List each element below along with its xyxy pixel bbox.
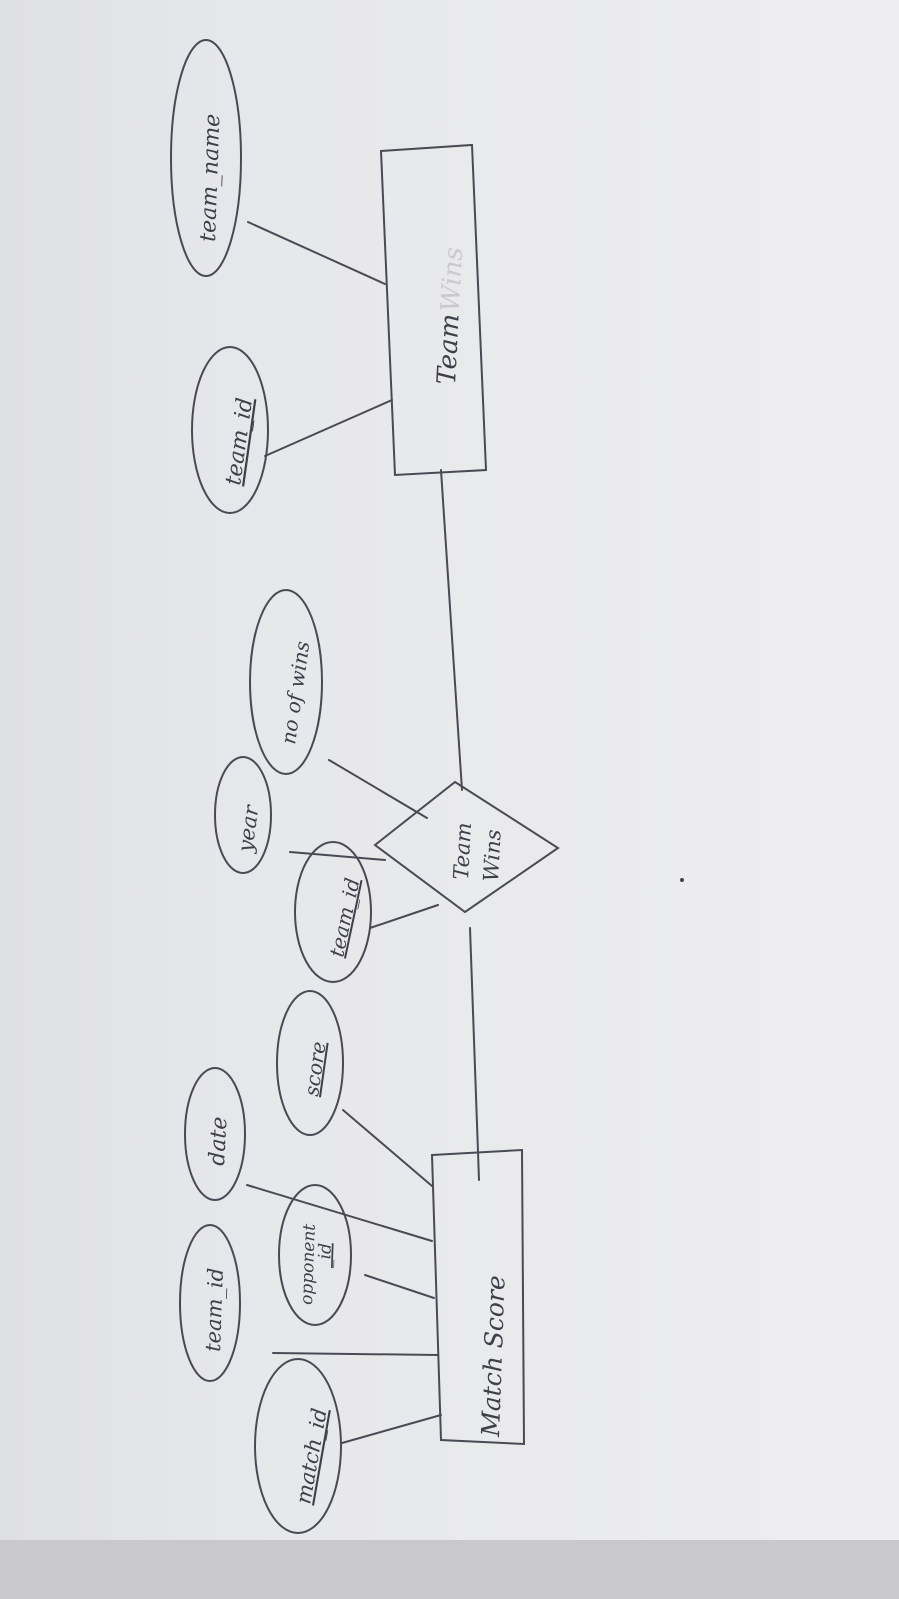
- line-team-id-match: [272, 1352, 439, 1356]
- attribute-opponent-id: opponent _id: [278, 1184, 352, 1326]
- attribute-score: score: [276, 990, 344, 1136]
- line-relationship-to-match-score: [469, 927, 480, 1181]
- relationship-label-line2: Wins: [479, 829, 506, 883]
- entity-match-score-label: Match Score: [476, 1275, 511, 1438]
- line-date: [246, 1184, 433, 1242]
- line-team-to-relationship: [440, 469, 463, 791]
- attribute-team-id-match: team_id: [179, 1224, 241, 1382]
- entity-team: TeamWins: [379, 143, 488, 477]
- svg-text:_id: _id: [315, 1243, 336, 1269]
- attribute-date: date: [184, 1067, 246, 1201]
- relationship-label-line1: Team: [449, 822, 476, 880]
- line-score: [342, 1109, 433, 1187]
- line-team-name: [247, 221, 386, 285]
- svg-text:date: date: [205, 1116, 233, 1166]
- line-opponent-id: [364, 1274, 435, 1299]
- entity-match-score: Match Score: [430, 1148, 526, 1446]
- connector-lines: [246, 221, 480, 1444]
- line-team-id-top: [264, 399, 393, 457]
- entity-team-label: TeamWins: [432, 246, 469, 385]
- line-no-of-wins: [328, 759, 428, 819]
- svg-text:team_name: team_name: [196, 113, 225, 242]
- attribute-team-name: team_name: [170, 39, 242, 277]
- svg-text:team_id: team_id: [201, 1267, 228, 1352]
- line-match-id: [341, 1414, 442, 1444]
- relationship-team-wins: Team Wins: [373, 780, 560, 914]
- line-year: [289, 851, 386, 861]
- svg-text:opponent: opponent: [297, 1223, 320, 1305]
- line-team-id-rel: [369, 904, 439, 929]
- pen-dot: [680, 878, 684, 882]
- paper-bottom-edge: [0, 1540, 899, 1599]
